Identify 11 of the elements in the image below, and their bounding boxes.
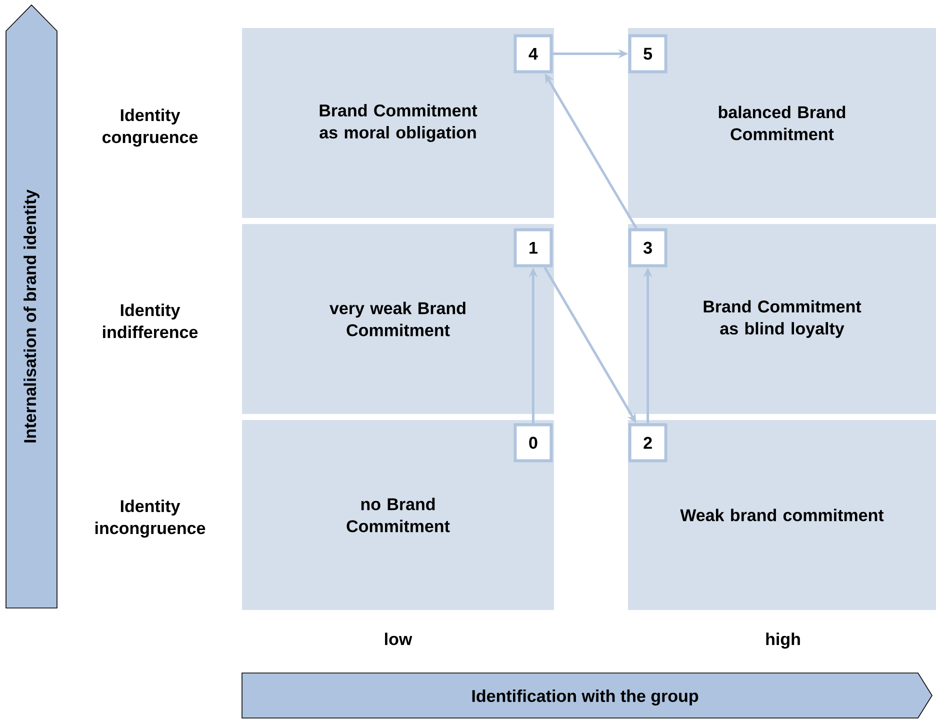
number-box: 4 (514, 34, 553, 74)
number-box: 5 (628, 34, 668, 74)
number-box: 1 (514, 228, 553, 268)
row-label: Identity incongruence (95, 500, 206, 538)
number-box: 2 (628, 423, 668, 462)
number-box: 0 (514, 423, 553, 462)
column-label: low (385, 632, 412, 646)
column-label: high (766, 632, 800, 649)
row-label: Identity congruence (102, 108, 198, 147)
row-label: Identity indifference (103, 304, 198, 338)
number-box: 3 (628, 228, 668, 268)
